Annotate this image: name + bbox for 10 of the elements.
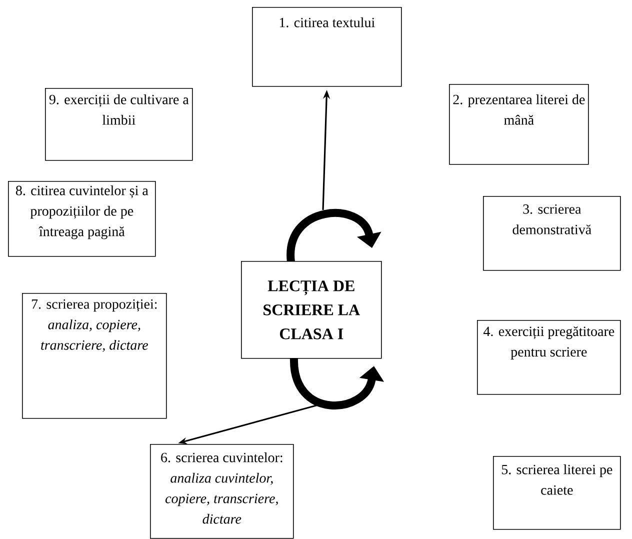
step-box: 6. scrierea cuvintelor: analiza cuvintelor, copiere, transcriere, dictare	[150, 444, 294, 539]
step-box: 7. scrierea propoziției: analiza, copiere, transcriere, dictare	[22, 293, 167, 419]
step-box: 5. scrierea literei pe caiete	[493, 456, 621, 530]
title-box: LECȚIA DE SCRIERE LA CLASA I	[241, 261, 382, 359]
step-box: 3. scrierea demonstrativă	[483, 196, 621, 271]
step-box: 9. exerciții de cultivare a limbii	[45, 88, 193, 161]
step-box: 1. citirea textului	[252, 7, 402, 87]
step-box: 8. citirea cuvintelor și a propozițiilor de pe întreaga pagină	[8, 181, 156, 257]
step-box: 2. prezentarea literei de mână	[449, 84, 589, 165]
step-box: 4. exerciții pregătitoare pentru scriere	[477, 320, 621, 395]
